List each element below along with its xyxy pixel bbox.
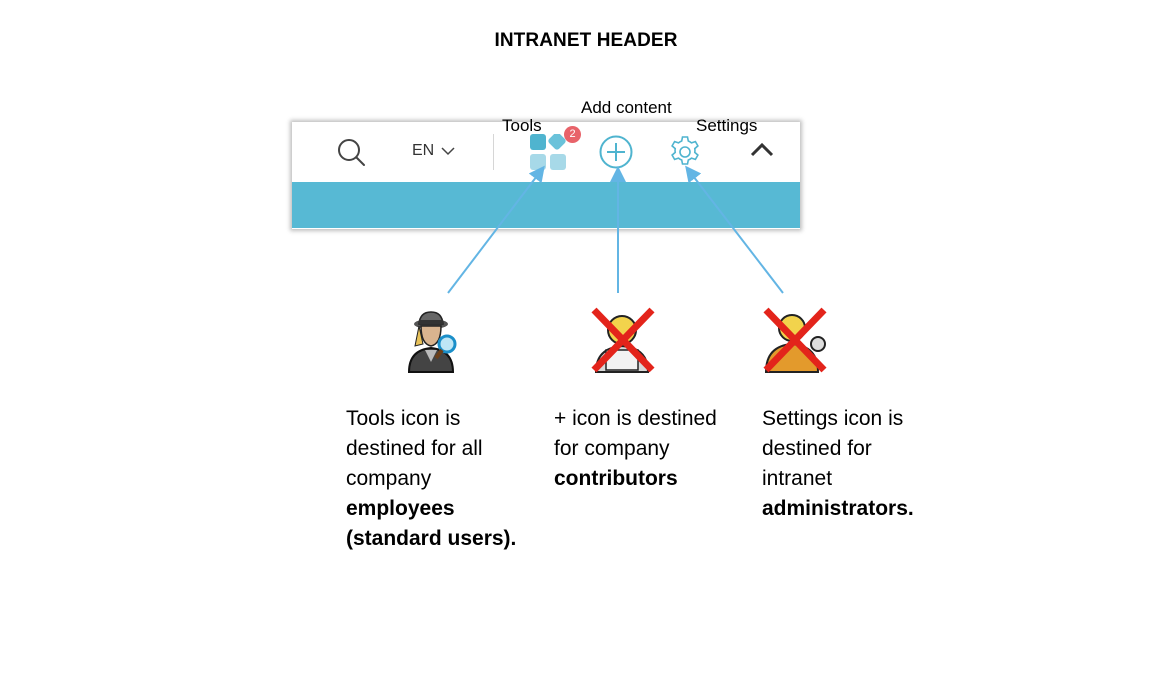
desc-bold: employees xyxy=(346,494,516,524)
description-add-content: + icon is destined for company contribut… xyxy=(554,404,717,494)
detective-icon xyxy=(407,311,457,373)
desc-bold: (standard users). xyxy=(346,524,516,554)
contributor-icon xyxy=(591,307,655,373)
desc-line: + icon is destined xyxy=(554,407,717,430)
language-label: EN xyxy=(412,142,435,159)
desc-line: Tools icon is xyxy=(346,407,461,430)
language-selector[interactable]: EN xyxy=(412,142,455,160)
arrow-settings xyxy=(685,165,784,294)
desc-bold: administrators. xyxy=(762,494,914,524)
settings-gear-icon[interactable] xyxy=(668,135,702,169)
desc-line: destined for xyxy=(762,437,872,460)
description-tools: Tools icon is destined for all company e… xyxy=(346,404,516,554)
callout-settings: Settings xyxy=(696,116,758,135)
desc-line: intranet xyxy=(762,467,833,490)
desc-bold-text: (standard users). xyxy=(346,527,517,550)
chevron-up-icon[interactable] xyxy=(750,142,774,158)
search-icon[interactable] xyxy=(336,137,368,169)
tools-badge: 2 xyxy=(564,126,581,143)
desc-bold-text: contributors xyxy=(554,467,678,490)
desc-line: Settings icon is xyxy=(762,407,904,430)
description-settings: Settings icon is destined for intranet a… xyxy=(762,404,914,524)
callout-tools: Tools xyxy=(502,116,542,135)
administrator-icon xyxy=(763,307,827,373)
chevron-down-icon xyxy=(441,146,455,155)
callout-add-content: Add content xyxy=(581,98,672,117)
diagram-title: INTRANET HEADER xyxy=(494,30,678,51)
desc-line: company xyxy=(346,467,432,490)
desc-bold-text: employees xyxy=(346,497,455,520)
desc-line: destined for all xyxy=(346,437,483,460)
desc-bold: contributors xyxy=(554,464,717,494)
toolbar-divider xyxy=(493,134,494,170)
arrow-tools xyxy=(447,165,545,294)
desc-line: for company xyxy=(554,437,670,460)
desc-bold-text: administrators. xyxy=(762,497,914,520)
